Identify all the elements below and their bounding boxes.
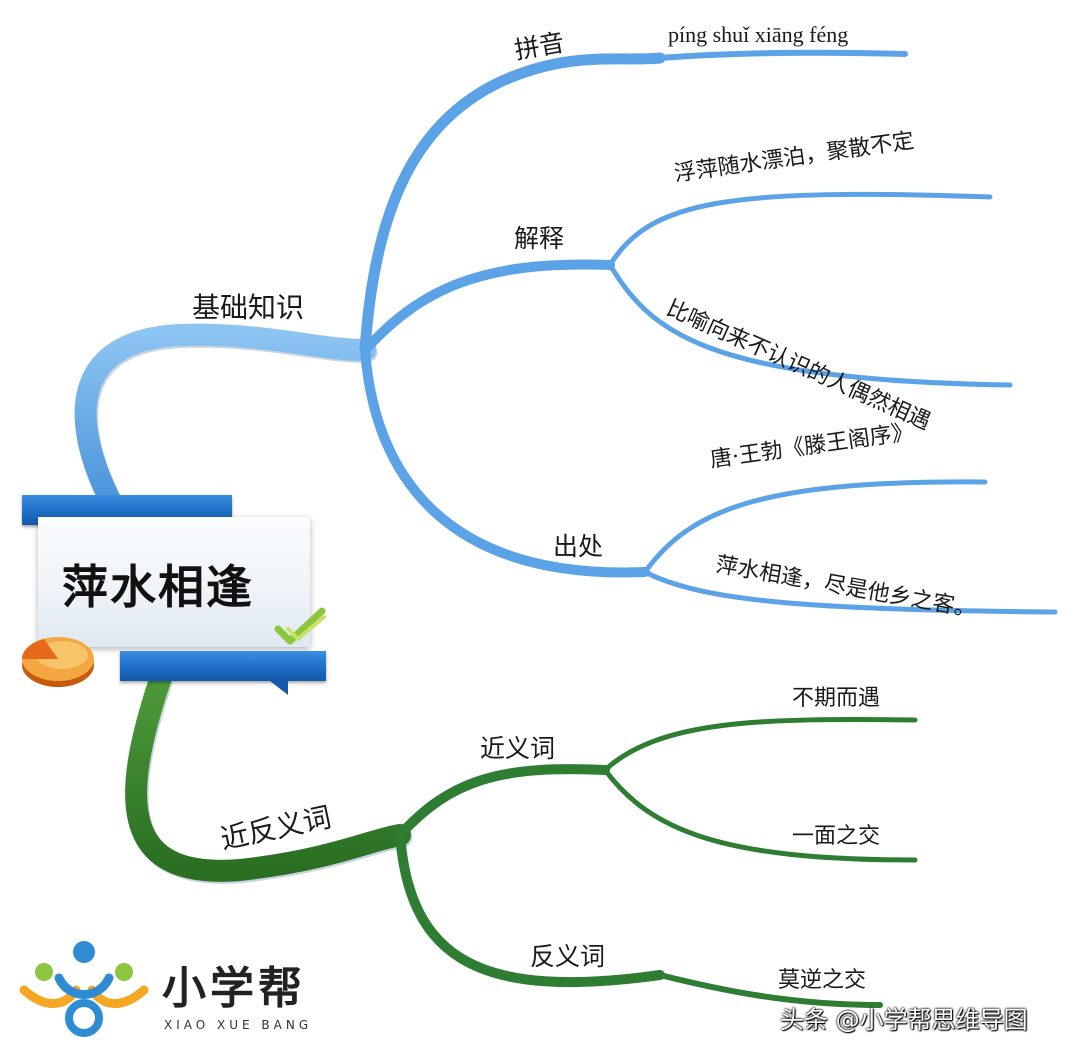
leaf-synonym-2 <box>602 767 918 863</box>
leaf-meaning-1 <box>607 191 993 268</box>
leaf-source-2 <box>642 569 1058 615</box>
branch-meaning <box>360 259 615 355</box>
bottom-ribbon-tab <box>270 681 288 695</box>
branch-synonyms-antonyms <box>125 669 411 882</box>
label-meaning: 解释 <box>514 224 565 253</box>
branch-pinyin <box>359 52 666 356</box>
logo-subtitle: XIAO XUE BANG <box>164 1018 313 1032</box>
branch-synonyms <box>395 764 610 840</box>
label-basics: 基础知识 <box>192 291 305 324</box>
leaf-synonym-1 <box>602 717 918 773</box>
leaf-antonym-1 <box>657 972 883 1008</box>
logo-people-icon <box>19 941 149 1037</box>
bottom-ribbon <box>120 651 326 681</box>
label-antonyms: 反义词 <box>530 942 606 971</box>
logo-name: 小学帮 <box>162 963 306 1014</box>
label-synonyms: 近义词 <box>480 734 556 763</box>
leaf-pinyin <box>657 49 908 61</box>
pie-chart-icon <box>22 637 94 687</box>
branch-source <box>360 345 650 578</box>
leaf-text-synonym-1: 不期而遇 <box>792 686 881 711</box>
leaf-meaning-2 <box>607 262 1013 388</box>
central-title: 萍水相逢 <box>62 560 254 614</box>
central-card <box>38 517 310 647</box>
leaf-source-1 <box>642 479 988 575</box>
checkmark-icon <box>274 607 326 645</box>
central-node: 萍水相逢 <box>22 495 332 705</box>
logo: 小学帮 XIAO XUE BANG <box>14 938 344 1038</box>
label-source: 出处 <box>553 532 604 561</box>
leaf-text-pinyin: píng shuǐ xiāng féng <box>668 22 849 47</box>
branch-antonyms <box>395 830 665 988</box>
leaf-text-antonym-1: 莫逆之交 <box>778 968 867 993</box>
leaf-text-synonym-2: 一面之交 <box>792 824 881 849</box>
branch-basics <box>74 323 376 511</box>
watermark: 头条 @小学帮思维导图 <box>780 1006 1028 1034</box>
